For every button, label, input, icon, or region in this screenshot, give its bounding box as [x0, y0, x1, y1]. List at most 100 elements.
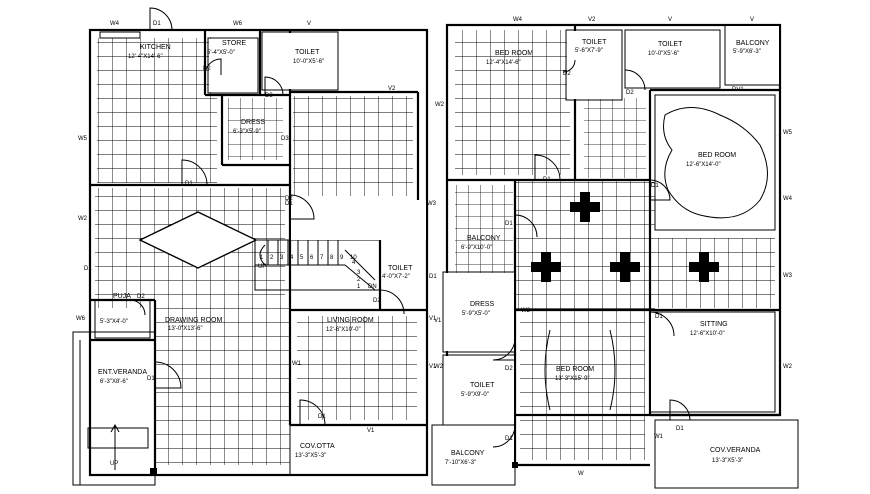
stair-up-label: UP [258, 264, 266, 270]
room-name: TOILET [582, 39, 607, 46]
toilet-b-blank [626, 31, 719, 87]
room-dim: 5'-4"X5'-0" [207, 50, 235, 56]
living-floor-tiles [297, 316, 417, 420]
room-dim: 6'-3"X5'-9" [233, 129, 261, 135]
room-dim: 5'-9"X9'-0" [461, 392, 489, 398]
stair-number: 4 [290, 255, 294, 261]
room-name: TOILET [295, 49, 320, 56]
door-swing [149, 7, 173, 31]
veranda-step [87, 427, 149, 449]
marker: W2 [521, 308, 531, 314]
room-name: BED ROOM [698, 152, 736, 159]
room-name: BALCONY [736, 40, 770, 47]
balcony-c-blank [433, 426, 514, 484]
toilet-c-blank [444, 356, 514, 424]
marker: D1 [84, 266, 92, 272]
marker: D1 [543, 177, 551, 183]
marker: W2 [78, 216, 88, 222]
marker: D3 [265, 93, 273, 99]
room-dim: 7'-10"X6'-3" [445, 460, 476, 466]
stair-down-label: DN [368, 284, 377, 290]
veranda-box [72, 331, 156, 486]
stair-number: 3 [357, 270, 361, 276]
marker: W5 [78, 136, 88, 142]
stair-number: 10 [350, 255, 357, 261]
door-swing [669, 399, 691, 421]
right-outer-wall [445, 23, 782, 417]
veranda-blank [656, 421, 797, 487]
door-swing [492, 337, 516, 361]
veranda-box [654, 419, 799, 489]
room-name: COV.VERANDA [710, 447, 761, 454]
marker: W3 [783, 273, 793, 279]
dress-floor-tiles [228, 98, 283, 160]
bed1-floor-tiles [455, 30, 570, 175]
stair-number: 9 [340, 255, 344, 261]
door-swing [264, 76, 284, 96]
stair-number: 1 [260, 255, 264, 261]
room-dim: 10'-0"X5'-6" [648, 51, 679, 57]
door-swing [534, 154, 561, 181]
marker: W4 [110, 21, 120, 27]
room-dim: 13'-3"X15'-9" [555, 376, 590, 382]
marker: W [578, 471, 584, 477]
room-name: BALCONY [451, 450, 485, 457]
marker: D2 [373, 298, 381, 304]
marker: W1 [654, 434, 664, 440]
room-name: TOILET [388, 265, 413, 272]
room-dim: 13'-3"X5'-3" [295, 453, 326, 459]
door-swing [181, 159, 208, 186]
marker: D2 [203, 66, 211, 72]
marker: D1 [185, 181, 193, 187]
marker: D1 [429, 274, 437, 280]
marker: V1 [434, 318, 442, 324]
drawing-diamond-decor [138, 211, 258, 269]
sitting-floor-tiles [650, 238, 775, 308]
stair-number: 4 [352, 260, 356, 266]
marker: D1 [153, 21, 161, 27]
room-dim: 5'-6"X7'-9" [575, 48, 603, 54]
room-name: BED ROOM [556, 366, 594, 373]
left-outer-wall [88, 28, 429, 477]
stair-landing-diagonal [344, 249, 376, 291]
room-name: SITTING [700, 321, 728, 328]
column [150, 468, 157, 475]
stair-up-label: UP [110, 461, 118, 467]
marker: D2 [137, 294, 145, 300]
door-swing [129, 299, 146, 316]
floor-plus-decor [570, 192, 600, 222]
door-swing [289, 194, 315, 220]
toilet-a-blank [567, 31, 621, 99]
balcony-a-box [724, 24, 781, 86]
marker: W2 [435, 102, 445, 108]
stair-number: 2 [270, 255, 274, 261]
room-name: DRAWING ROOM [165, 317, 222, 324]
marker: V2 [388, 86, 396, 92]
sitting-box [649, 311, 776, 413]
floor-plus-decor [689, 252, 719, 282]
stair-number: 3 [280, 255, 284, 261]
door-swing [299, 399, 326, 426]
room-dim: 4'-0"X7'-2" [382, 274, 410, 280]
dress-box [442, 271, 516, 353]
marker: V1 [429, 316, 437, 322]
room-dim: 12'-4"X14'-6" [486, 60, 521, 66]
bed3-arc [544, 329, 551, 411]
stair-arc [259, 244, 266, 266]
marker: D1 [147, 376, 155, 382]
passage-floor-tiles [584, 98, 646, 178]
marker: D1 [505, 221, 513, 227]
marker: D3 [281, 136, 289, 142]
column [512, 462, 518, 468]
marker: D1 [285, 201, 293, 207]
marker: D1 [651, 183, 659, 189]
door-swing [562, 59, 576, 73]
marker: D1 [505, 436, 513, 442]
room-dim: 13'-0"X13'-6" [168, 326, 203, 332]
drawing-floor-tiles [155, 305, 290, 465]
sitting-blank [651, 313, 774, 411]
room-name: KITCHEN [140, 44, 171, 51]
room-dim: 5'-9"X5'-0" [462, 311, 490, 317]
door-swing [492, 424, 516, 448]
